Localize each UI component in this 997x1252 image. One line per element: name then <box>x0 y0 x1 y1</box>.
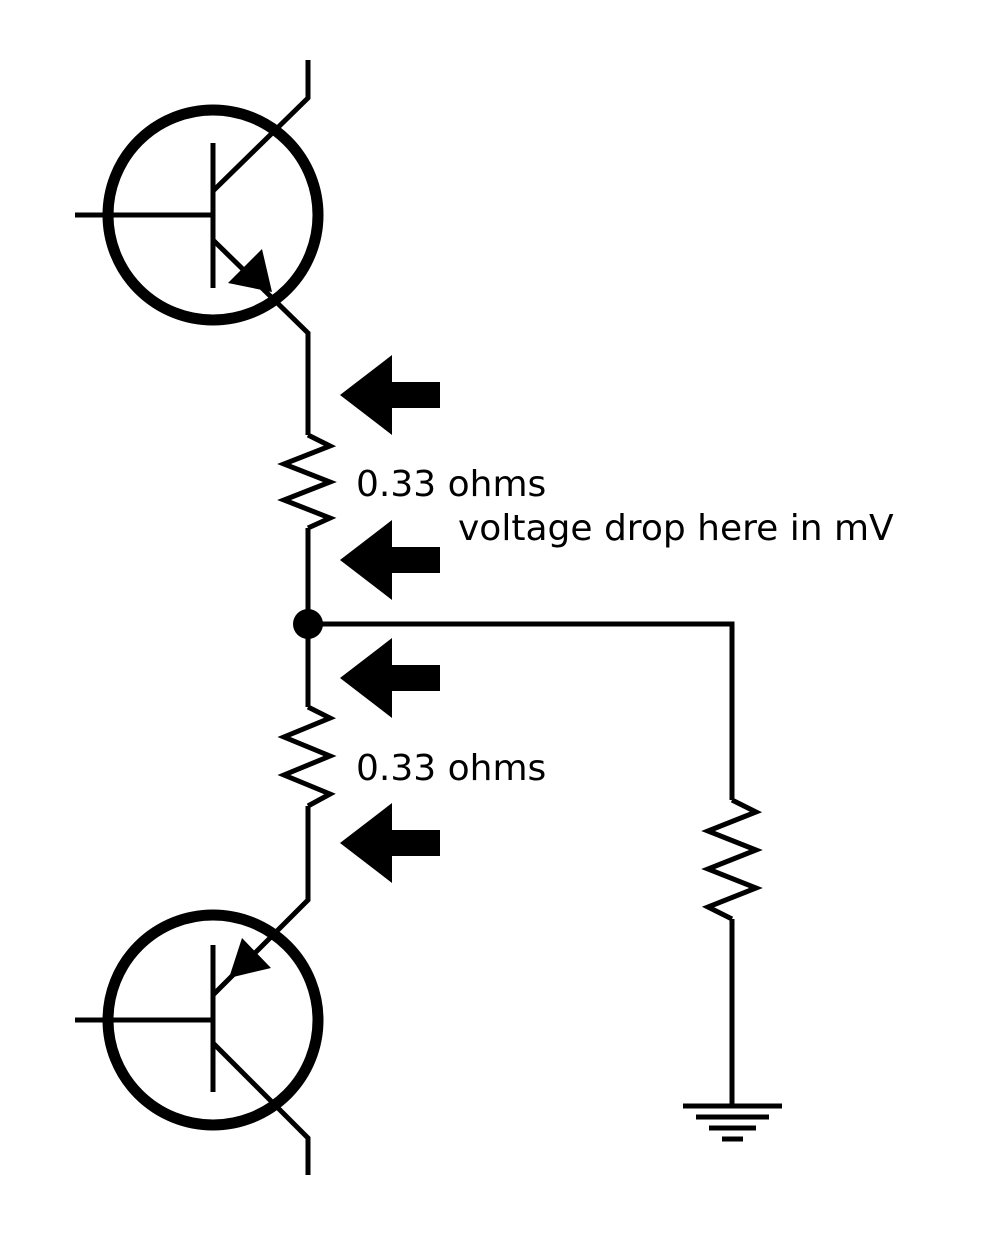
upper-transistor-collector <box>211 60 311 193</box>
current-arrow-1 <box>340 355 440 435</box>
upper-transistor-emitter-arrow <box>228 249 272 292</box>
ground-icon <box>683 1103 782 1142</box>
lower-resistor <box>277 704 337 809</box>
upper-transistor <box>75 60 324 435</box>
lower-transistor <box>75 806 324 1175</box>
lower-resistor-label: 0.33 ohms <box>356 748 546 789</box>
current-arrow-4 <box>340 803 440 883</box>
load-resistor <box>701 797 763 922</box>
wire-node-to-load <box>308 621 735 800</box>
upper-resistor <box>277 432 337 531</box>
lower-transistor-collector <box>211 1041 311 1175</box>
lower-transistor-emitter-arrow <box>229 938 271 978</box>
current-arrow-2 <box>340 520 440 600</box>
upper-resistor-label: 0.33 ohms <box>356 464 546 505</box>
current-arrow-3 <box>340 638 440 718</box>
voltage-drop-note: voltage drop here in mV <box>458 508 894 549</box>
